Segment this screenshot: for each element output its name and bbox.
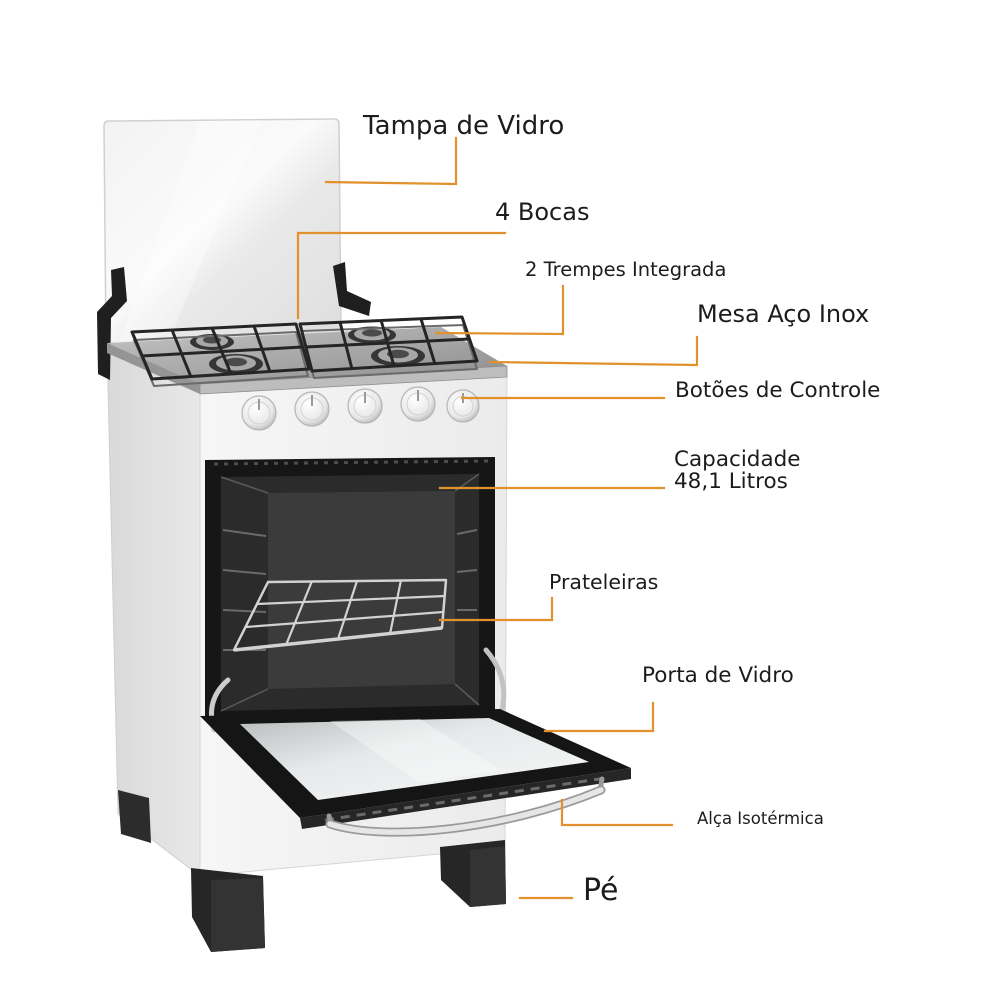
stove-feet (118, 790, 506, 952)
knob-body (241, 395, 277, 431)
stove-foot-back-left (118, 790, 151, 843)
stove-foot-front-left-face (211, 878, 265, 952)
knob-body (347, 388, 383, 424)
lid-hinge-left (97, 267, 127, 380)
control-knob (446, 389, 480, 423)
control-knob (294, 391, 330, 427)
burner-grate-left (130, 322, 311, 381)
callout-label-tampa-de-vidro: Tampa de Vidro (363, 111, 565, 141)
leader-lines (296, 136, 699, 900)
leader-line-porta-de-vidro (543, 701, 655, 733)
callout-label-prateleiras: Prateleiras (549, 570, 659, 594)
control-knob (241, 395, 277, 431)
burner-grate-right (298, 315, 479, 373)
door-handle-bar (327, 787, 604, 835)
oven-wall-edges (220, 473, 480, 712)
callout-label-alca-isotermica: Alça Isotérmica (697, 809, 824, 828)
control-knob (347, 388, 383, 424)
burners (190, 326, 425, 374)
stove-foot-front-right-face (470, 846, 506, 907)
callout-label-capacidade: Capacidade (674, 447, 801, 472)
oven-back-wall (268, 491, 455, 689)
leader-line-mesa-aco-inox (488, 335, 699, 367)
leader-line-alca (560, 798, 674, 827)
glass-lid-reflection (120, 120, 262, 341)
knob-body (294, 391, 330, 427)
callout-label-4-bocas: 4 Bocas (495, 198, 590, 226)
leader-line-trempes (434, 284, 565, 336)
callout-label-pe: Pé (583, 873, 619, 908)
callout-label-capacidade-value: 48,1 Litros (674, 469, 788, 494)
burner-cap (362, 329, 382, 337)
control-knob (400, 386, 436, 422)
oven-door-glass-reflection (330, 719, 500, 783)
callout-label-mesa-aco-inox: Mesa Aço Inox (697, 300, 870, 328)
burner-front-right (371, 346, 425, 366)
leader-line-prateleiras (438, 596, 554, 622)
glass-lid (103, 118, 342, 345)
oven-cavity (205, 457, 495, 720)
callout-label-porta-de-vidro: Porta de Vidro (642, 663, 794, 688)
knob-body (400, 386, 436, 422)
door-handle (325, 776, 606, 837)
callout-label-botoes-de-controle: Botões de Controle (675, 378, 881, 403)
oven-rack-wires (245, 579, 446, 646)
burner-cap (225, 357, 247, 367)
control-knobs (241, 386, 480, 431)
callout-label-trempes: 2 Trempes Integrada (525, 258, 727, 281)
leader-line-4-bocas (296, 231, 507, 320)
oven-door-glass (240, 718, 589, 800)
glass-lid-panel (103, 118, 342, 345)
burner-grates (130, 315, 479, 387)
cooktop-side-lip (107, 343, 200, 394)
oven-door (200, 709, 631, 829)
oven-rack (232, 578, 448, 652)
oven-door-front-edge (300, 768, 631, 829)
lid-hinge-right (333, 262, 371, 316)
oven-rack-front-bar (233, 626, 443, 652)
leader-line-tampa-de-vidro (324, 136, 458, 186)
